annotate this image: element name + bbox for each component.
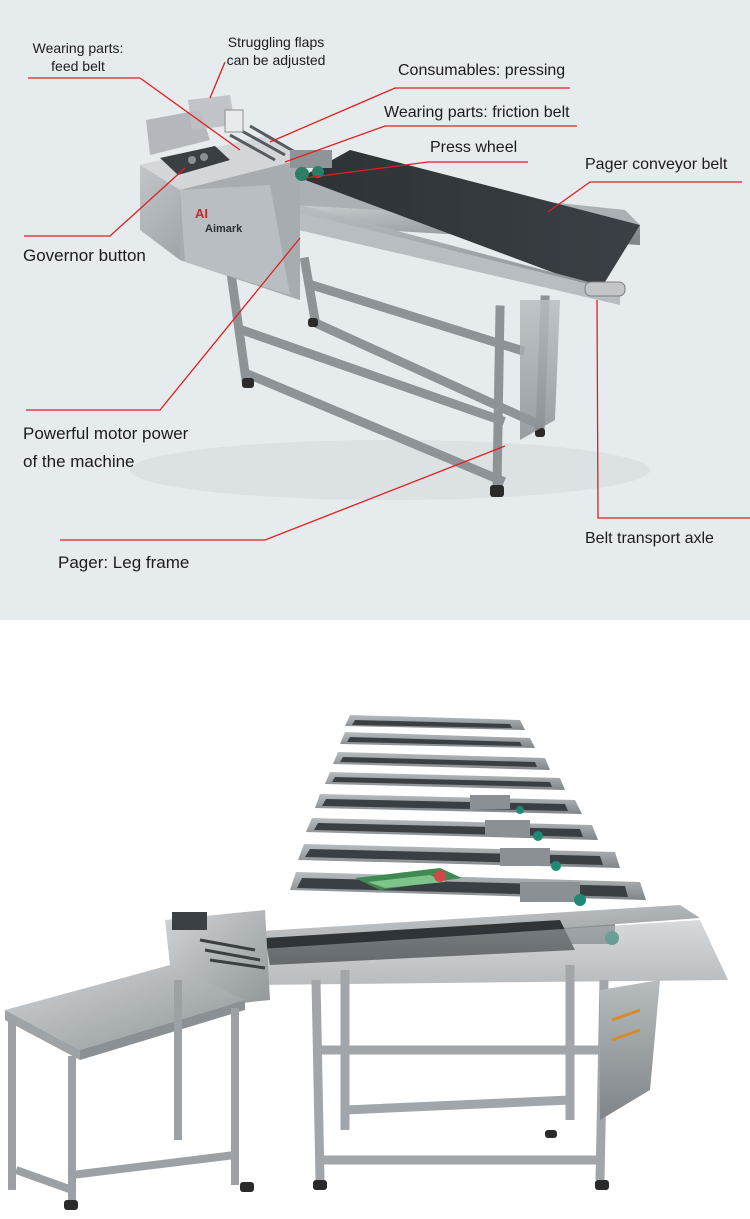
leader-lines [24, 61, 750, 541]
brand-logo: Aimark [205, 223, 243, 235]
svg-text:AI: AI [195, 206, 208, 221]
label-leg-frame: Pager: Leg frame [58, 553, 190, 572]
label-friction-belt: Wearing parts: friction belt [384, 104, 570, 121]
caster-wheels [242, 318, 545, 497]
label-transport-axle: Belt transport axle [585, 530, 714, 547]
label-conveyor-belt: Pager conveyor belt [585, 156, 728, 173]
machines-row-illustration [5, 715, 728, 1210]
conveyor-belt [300, 150, 640, 290]
label-pressing: Consumables: pressing [398, 62, 566, 79]
label-struggling-flaps: Struggling flaps can be adjusted [226, 34, 326, 68]
label-feed-belt: Wearing parts: feed belt [32, 40, 124, 74]
machine-illustration: AI Aimark [24, 61, 750, 541]
label-governor-button: Governor button [23, 246, 146, 265]
label-motor: Powerful motor power of the machine [23, 424, 189, 471]
machines-row-photo [0, 620, 750, 1219]
transport-axle [584, 281, 626, 297]
main-frame-legs [311, 965, 609, 1181]
product-item [355, 868, 462, 890]
stacked-conveyors [290, 715, 646, 900]
label-press-wheel: Press wheel [430, 139, 518, 156]
side-table [5, 965, 254, 1210]
annotated-machine-panel: AI Aimark [0, 0, 750, 620]
